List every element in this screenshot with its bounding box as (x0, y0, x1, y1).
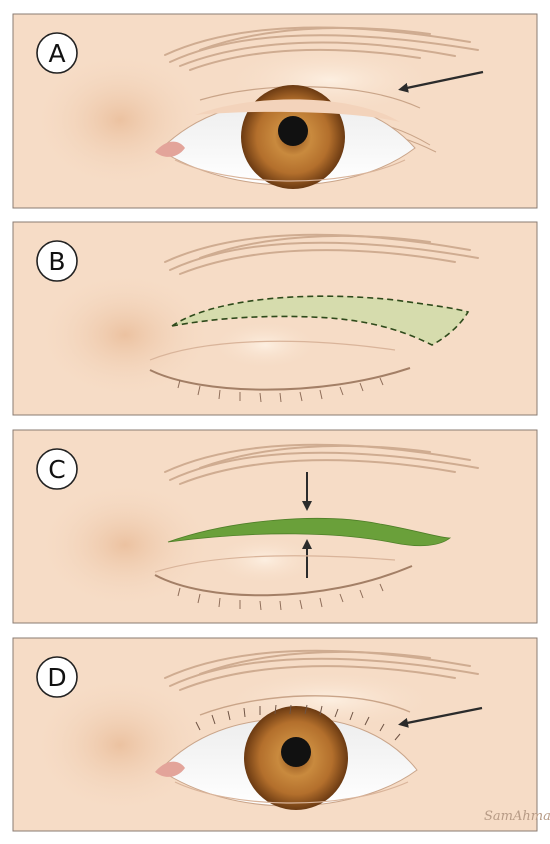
panel-c-suture-line (167, 518, 452, 547)
panel-b-eyebrow (164, 233, 479, 275)
panel-b-closed-lid-fold (149, 340, 396, 361)
panel-d-tear-duct (155, 761, 185, 777)
panel-c-socket-shadow (35, 480, 215, 610)
panel-b-label-circle (36, 240, 78, 282)
panel-a: A (12, 13, 538, 209)
panel-a-label-circle (36, 32, 78, 74)
panel-d-socket-shadow (30, 675, 210, 815)
panel-c-closed-lid-line (154, 565, 413, 597)
panel-b: B (12, 221, 538, 416)
panel-a-hooded-skin-fold (199, 86, 421, 109)
panel-c-label: C (48, 455, 65, 484)
panel-b-socket-shadow (35, 270, 215, 400)
panel-a-label: A (48, 39, 65, 68)
panel-c-label-circle (36, 448, 78, 490)
panel-d-label-circle (36, 656, 78, 698)
panel-d-label: D (47, 663, 66, 692)
panel-d: D SamAhmad (12, 637, 550, 832)
panel-a-tear-duct (155, 141, 185, 157)
panel-a-eyebrow (164, 26, 479, 71)
panel-a-arrow (398, 70, 484, 93)
panel-d-lid-crease (199, 695, 411, 716)
panel-b-excision-region (171, 295, 470, 346)
panel-b-lid-highlight (210, 320, 320, 370)
panel-c-lid-highlight (210, 535, 320, 585)
panel-a-pupil (278, 116, 308, 146)
panel-b-closed-lid-line (149, 367, 411, 391)
panel-c-closed-lid-fold (154, 555, 396, 573)
panel-c: C (12, 429, 538, 624)
panel-a-lower-lid (174, 159, 406, 182)
artist-signature: SamAhmad (484, 809, 550, 824)
panel-a-upper-lid-overhang (195, 99, 400, 122)
panel-c-lashes (177, 583, 384, 611)
panel-d-lower-lid (174, 781, 409, 804)
panel-d-pupil (281, 737, 311, 767)
panel-d-eyebrow (164, 649, 479, 691)
panel-c-eyebrow (164, 443, 479, 485)
panel-d-upper-lashes (195, 704, 401, 741)
panel-b-label: B (48, 247, 65, 276)
panel-d-arrow (398, 706, 483, 728)
panel-b-lashes (177, 377, 384, 403)
